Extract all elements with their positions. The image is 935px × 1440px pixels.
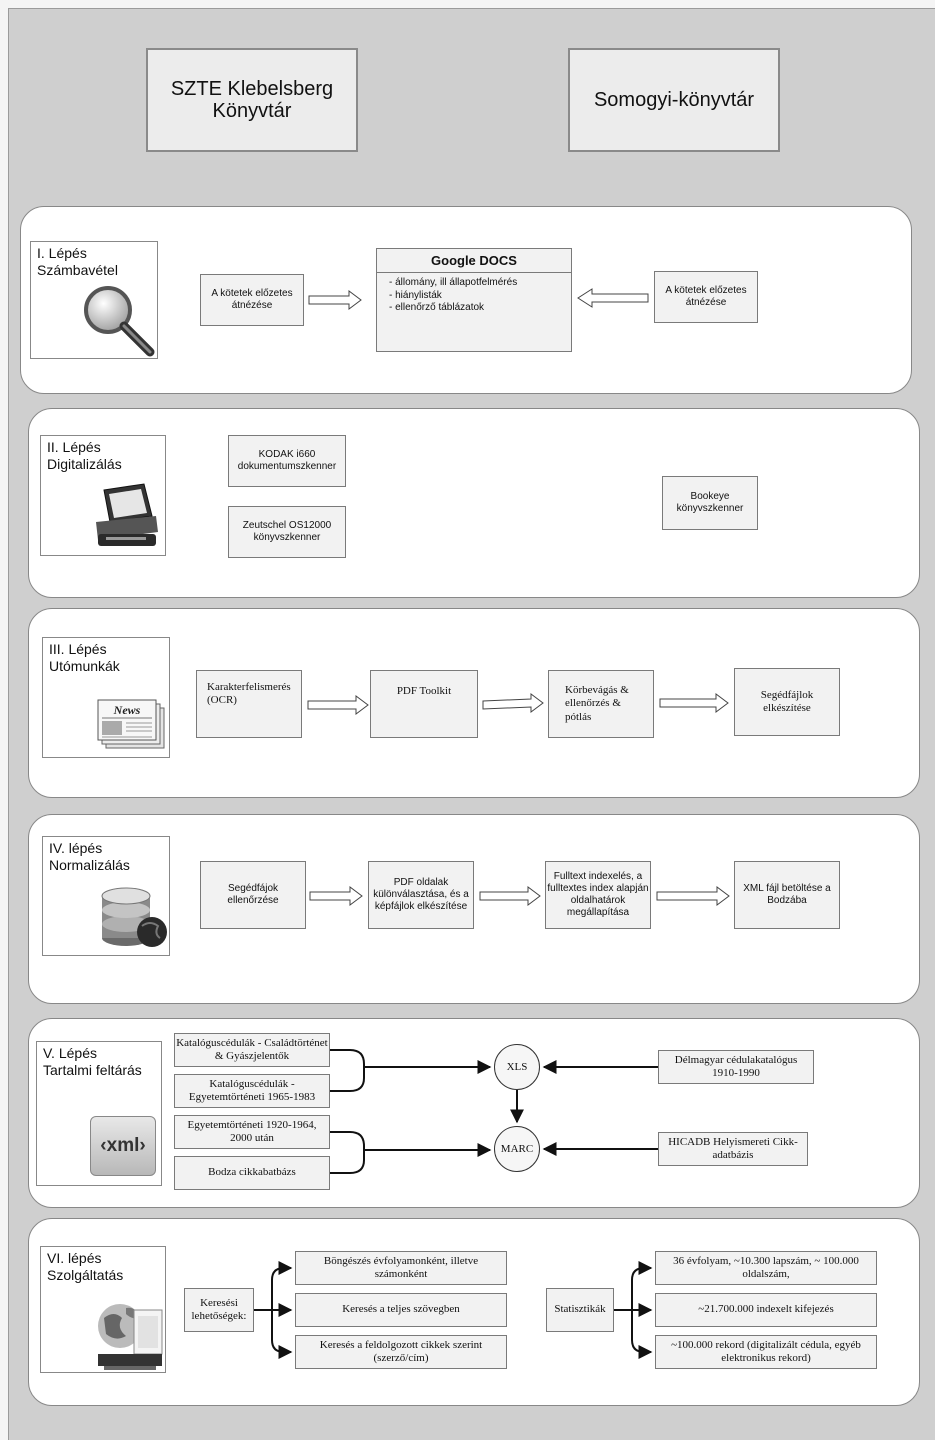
google-docs-items: - állomány, ill állapotfelmérés - hiányl…	[389, 277, 518, 313]
branch-stats-top	[631, 1261, 653, 1310]
pdf-toolkit-box: PDF Toolkit	[370, 670, 478, 738]
newspaper-icon: News	[97, 699, 165, 749]
search-item-teljes-szoveg: Keresés a teljes szövegben	[295, 1293, 507, 1327]
arrow-step4-3	[656, 886, 730, 906]
bracket-marc	[330, 1131, 365, 1174]
stats-item-rekord: ~100.000 rekord (digitalizált cédula, eg…	[655, 1335, 877, 1369]
arrow-step1-right	[577, 288, 649, 308]
zeutschel-box: Zeutschel OS12000 könyvszkenner	[228, 506, 346, 558]
source-bodza: Bodza cikkabatbázs	[174, 1156, 330, 1190]
korbevagas-box: Körbevágás & ellenőrzés & pótlás	[548, 670, 654, 738]
hicadb-box: HICADB Helyismereti Cikk-adatbázis	[658, 1132, 808, 1166]
xls-node: XLS	[494, 1044, 540, 1090]
library-szte: SZTE Klebelsberg Könyvtár	[146, 48, 358, 152]
source-egyetemtorteneti-1920: Egyetemtörténeti 1920-1964, 2000 után	[174, 1115, 330, 1149]
branch-search-top	[271, 1261, 293, 1310]
segedfajok-ellenorzese-box: Segédfájok ellenőrzése	[200, 861, 306, 929]
kodak-box: KODAK i660 dokumentumszkenner	[228, 435, 346, 487]
branch-stats-bottom	[631, 1310, 653, 1359]
google-docs-title: Google DOCS	[377, 249, 571, 273]
search-item-cikkek: Keresés a feldolgozott cikkek szerint (s…	[295, 1335, 507, 1369]
xml-betoltes-box: XML fájl betöltése a Bodzába	[734, 861, 840, 929]
delmagyar-box: Délmagyar cédulakatalógus 1910-1990	[658, 1050, 814, 1084]
globe-book-icon	[98, 1304, 163, 1370]
fulltext-box: Fulltext indexelés, a fulltextes index a…	[545, 861, 651, 929]
keresesi-box: Keresési lehetőségek:	[184, 1288, 254, 1332]
arrow-step4-1	[309, 886, 363, 906]
step1-left-box: A kötetek előzetes átnézése	[200, 274, 304, 326]
search-item-bongeszes: Böngészés évfolyamonként, illetve számon…	[295, 1251, 507, 1285]
branch-search-bottom	[271, 1310, 293, 1359]
library-somogyi: Somogyi-könyvtár	[568, 48, 780, 152]
svg-text:News: News	[113, 703, 141, 717]
step1-right-box: A kötetek előzetes átnézése	[654, 271, 758, 323]
ocr-box: Karakterfelismerés (OCR)	[196, 670, 302, 738]
bookeye-box: Bookeye könyvszkenner	[662, 476, 758, 530]
segedfajlok-box: Segédfájlok elkészítése	[734, 668, 840, 736]
google-docs-box: Google DOCS - állomány, ill állapotfelmé…	[376, 248, 572, 352]
database-globe-icon	[101, 887, 167, 947]
bracket-xls	[330, 1049, 365, 1092]
stats-item-indexelt: ~21.700.000 indexelt kifejezés	[655, 1293, 877, 1327]
arrow-step1-left	[308, 290, 362, 310]
arrow-step4-2	[479, 886, 541, 906]
arrow-step3-3	[659, 693, 729, 713]
magnifier-icon	[84, 286, 155, 357]
marc-node: MARC	[494, 1126, 540, 1172]
arrow-step3-2	[482, 693, 544, 713]
arrow-step3-1	[307, 695, 369, 715]
panel-step2	[28, 408, 920, 598]
stats-item-evfolyam: 36 évfolyam, ~10.300 lapszám, ~ 100.000 …	[655, 1251, 877, 1285]
pdf-oldalak-box: PDF oldalak különválasztása, és a képfáj…	[368, 861, 474, 929]
xml-icon: ‹xml›	[90, 1116, 156, 1176]
scanner-icon	[96, 483, 158, 546]
statisztikak-box: Statisztikák	[546, 1288, 614, 1332]
source-egyetemtorteneti-1965: Katalóguscédulák - Egyetemtörténeti 1965…	[174, 1074, 330, 1108]
source-csaladtortenet: Katalóguscédulák - Családtörténet & Gyás…	[174, 1033, 330, 1067]
